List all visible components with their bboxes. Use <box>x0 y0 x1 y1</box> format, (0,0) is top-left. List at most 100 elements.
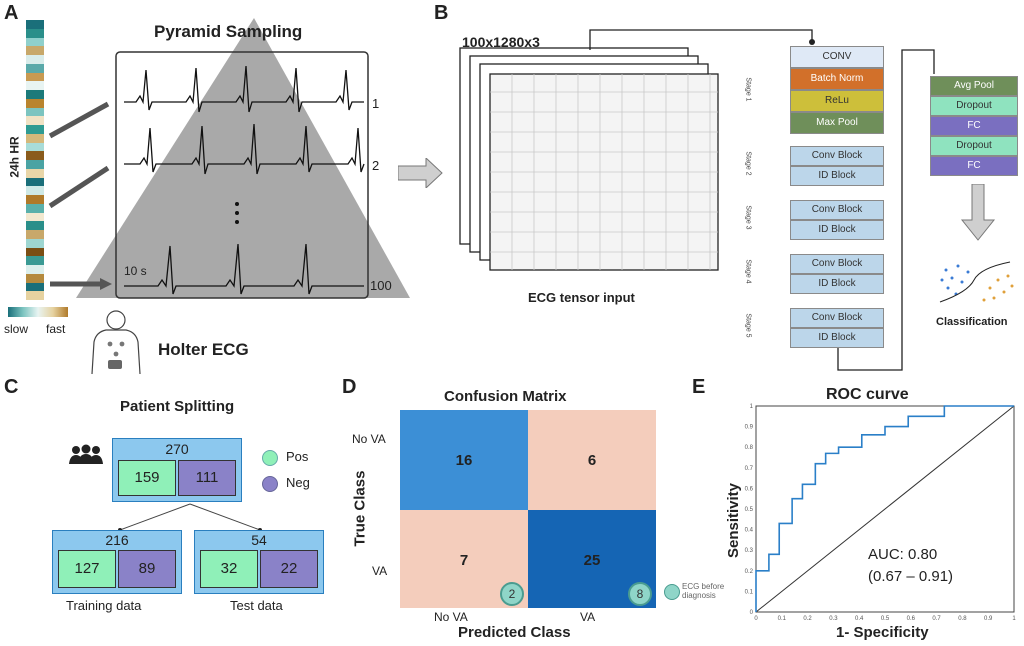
roc-y-tick-label: 0.1 <box>745 589 754 595</box>
roc-y-tick-label: 1 <box>750 404 754 410</box>
hr-strip-segment <box>26 133 44 143</box>
roc-y-tick-label: 0.3 <box>745 548 754 554</box>
roc-y-tick-label: 0.9 <box>745 425 754 431</box>
test-count: 54 <box>251 532 267 548</box>
cm-cell-tn <box>400 410 528 510</box>
cnn-layer: ID Block <box>790 166 884 186</box>
panel-d-letter: D <box>342 376 357 398</box>
hr-legend-slow: slow <box>4 322 29 336</box>
split-lines <box>118 503 262 532</box>
arrow-a-to-b <box>398 158 443 188</box>
hr-strip-segment <box>26 291 44 300</box>
cm-value-tp: 25 <box>583 552 601 569</box>
ecg-tensor-stack <box>459 47 719 271</box>
roc-x-tick-label: 0.4 <box>855 616 864 622</box>
ellipsis-dot-2 <box>235 211 239 215</box>
cnn-layer: ReLu <box>790 90 884 112</box>
cnn-layer: Conv Block <box>790 254 884 274</box>
head-layer: Dropout <box>930 136 1018 156</box>
hr-strip-segment <box>26 256 44 265</box>
ecg-trace-1 <box>124 65 364 113</box>
cnn-layer: Conv Block <box>790 200 884 220</box>
tensor-grid <box>490 74 718 270</box>
roc-y-tick-label: 0.7 <box>745 466 754 472</box>
panel-a-letter: A <box>4 2 19 24</box>
roc-y-tick-label: 0.6 <box>745 486 754 492</box>
hr-strip-segment <box>26 203 44 213</box>
patients-icon <box>69 444 103 464</box>
hr-strip-segment <box>26 247 44 257</box>
legend-pos-swatch <box>262 450 278 466</box>
hr-strip-segment <box>26 90 44 99</box>
head-layer: FC <box>930 156 1018 176</box>
pyramid-title: Pyramid Sampling <box>154 22 303 41</box>
hr-strip-segment <box>26 20 44 29</box>
cm-value-fn: 7 <box>459 552 469 569</box>
cnn-stage-label: Stage 1 <box>744 77 752 102</box>
panel-c-letter: C <box>4 376 19 398</box>
train-pos-cell: 127 <box>58 550 116 588</box>
holter-label: Holter ECG <box>158 340 249 359</box>
hr-strip-segment <box>26 212 44 222</box>
row-label-100: 100 <box>370 278 392 293</box>
head-layer: Avg Pool <box>930 76 1018 96</box>
total-count: 270 <box>165 441 189 457</box>
hr-strip-segment <box>26 98 44 108</box>
cnn-layer: ID Block <box>790 220 884 240</box>
cm-x-axis-label: Predicted Class <box>458 624 571 641</box>
cm-value-fp: 6 <box>587 452 597 469</box>
hr-strip-segment <box>26 28 44 38</box>
cm-badge-left: 2 <box>500 582 524 606</box>
hr-strip-segment <box>26 273 44 283</box>
legend-pos-label: Pos <box>286 449 309 464</box>
roc-x-tick-label: 0.9 <box>984 616 993 622</box>
roc-x-tick-label: 0.2 <box>803 616 812 622</box>
classification-label: Classification <box>936 316 1008 328</box>
ecg-trace-2 <box>124 123 365 175</box>
legend-neg-label: Neg <box>286 475 310 490</box>
cnn-layer: Max Pool <box>790 112 884 134</box>
hr-strip-segment <box>26 37 44 47</box>
roc-x-tick-label: 0.3 <box>829 616 838 622</box>
roc-y-tick-label: 0 <box>750 610 754 616</box>
hr-strip-segment <box>26 186 44 195</box>
hr-strip-segment <box>26 107 44 117</box>
hr-strip-segment <box>26 221 44 230</box>
roc-y-tick-label: 0.5 <box>745 507 754 513</box>
cm-legend-swatch <box>664 584 680 600</box>
train-neg-cell: 89 <box>118 550 176 588</box>
hr-strip-segment <box>26 238 44 248</box>
cnn-stage-label: Stage 4 <box>744 259 752 284</box>
cnn-layer: ID Block <box>790 328 884 348</box>
cm-y-axis-label: True Class <box>351 470 369 547</box>
hr-strip-segment <box>26 265 44 274</box>
hr-legend-bar <box>8 307 68 317</box>
hr-strip-segment <box>26 177 44 187</box>
confusion-title: Confusion Matrix <box>444 388 567 405</box>
hr-color-strip <box>26 20 44 300</box>
hr-strip-segment <box>26 195 44 204</box>
ecg-trace-3 <box>124 243 364 295</box>
cm-col-label-0: No VA <box>434 610 468 624</box>
roc-y-axis-label: Sensitivity <box>725 482 743 559</box>
cm-badge-right: 8 <box>628 582 652 606</box>
train-count: 216 <box>105 532 129 548</box>
cnn-stage-label: Stage 2 <box>744 151 752 176</box>
patient-splitting-title: Patient Splitting <box>120 398 235 415</box>
tensor-size-label: 100x1280x3 <box>462 34 540 50</box>
pointer-line-2 <box>48 165 110 209</box>
roc-x-tick-label: 0.7 <box>932 616 941 622</box>
cm-cell-fp <box>528 410 656 510</box>
test-pos-cell: 32 <box>200 550 258 588</box>
pointer-line-1 <box>48 101 110 139</box>
roc-y-tick-label: 0.2 <box>745 569 754 575</box>
roc-x-tick-label: 0 <box>754 616 758 622</box>
hr-strip-segment <box>26 168 44 178</box>
roc-y-tick-label: 0.4 <box>745 528 754 534</box>
hr-legend-fast: fast <box>46 322 66 336</box>
roc-curve-line <box>755 405 1014 612</box>
classification-scatter-icon <box>939 261 1014 303</box>
duration-label: 10 s <box>124 264 147 278</box>
roc-y-tick-label: 0.8 <box>745 445 754 451</box>
